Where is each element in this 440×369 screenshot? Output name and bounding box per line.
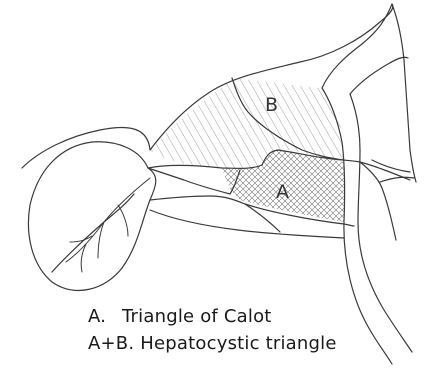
legend-key: A+B. xyxy=(88,333,134,354)
region-b-label: B xyxy=(265,94,278,116)
right-hepatic-duct xyxy=(322,4,392,88)
region-a-label: A xyxy=(276,181,289,203)
legend-item-triangle-of-calot: A.Triangle of Calot xyxy=(88,306,272,327)
legend-item-hepatocystic-triangle: A+B. Hepatocystic triangle xyxy=(88,333,337,354)
portal-vein xyxy=(360,162,396,240)
cystic-artery-branches xyxy=(66,178,150,272)
legend-text: Triangle of Calot xyxy=(122,306,272,327)
legend-key: A. xyxy=(88,306,122,327)
legend-text: Hepatocystic triangle xyxy=(140,333,336,354)
gallbladder-outline xyxy=(28,142,155,291)
